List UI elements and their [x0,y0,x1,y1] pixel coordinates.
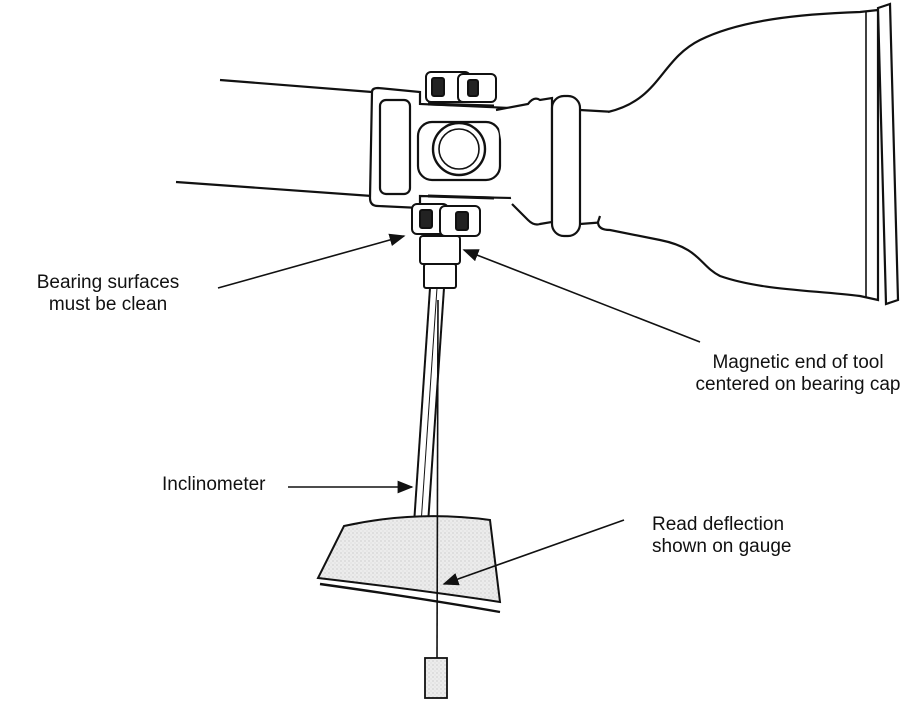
u-joint-cross [416,120,502,182]
inclinometer-arm [413,287,445,525]
driveshaft-tube [175,78,373,198]
label-magnetic-end-line2: centered on bearing cap [695,374,901,395]
label-read-deflection: Read deflection shown on gauge [652,514,791,558]
label-bearing-surfaces-line1: Bearing surfaces [36,272,180,293]
slip-yoke [495,94,616,238]
transmission-housing [596,2,900,306]
callout-arrows [217,233,701,586]
label-read-deflection-line1: Read deflection [652,514,785,535]
label-magnetic-end: Magnetic end of tool centered on bearing… [648,352,909,396]
gauge-scale [316,515,502,614]
lower-bearing-cap [411,194,495,237]
label-inclinometer: Inclinometer [162,474,266,495]
upper-bearing-cap [425,71,497,108]
plumb-line [424,299,448,699]
arrow-bearing-surfaces [217,233,406,289]
magnetic-tool-base [419,235,461,289]
label-bearing-surfaces-line2: must be clean [48,294,168,315]
label-read-deflection-line2: shown on gauge [652,536,792,557]
arrow-magnetic-end [462,249,701,343]
arrow-read-deflection [442,519,625,586]
label-magnetic-end-line1: Magnetic end of tool [712,352,884,373]
label-bearing-surfaces: Bearing surfaces must be clean [6,272,210,316]
